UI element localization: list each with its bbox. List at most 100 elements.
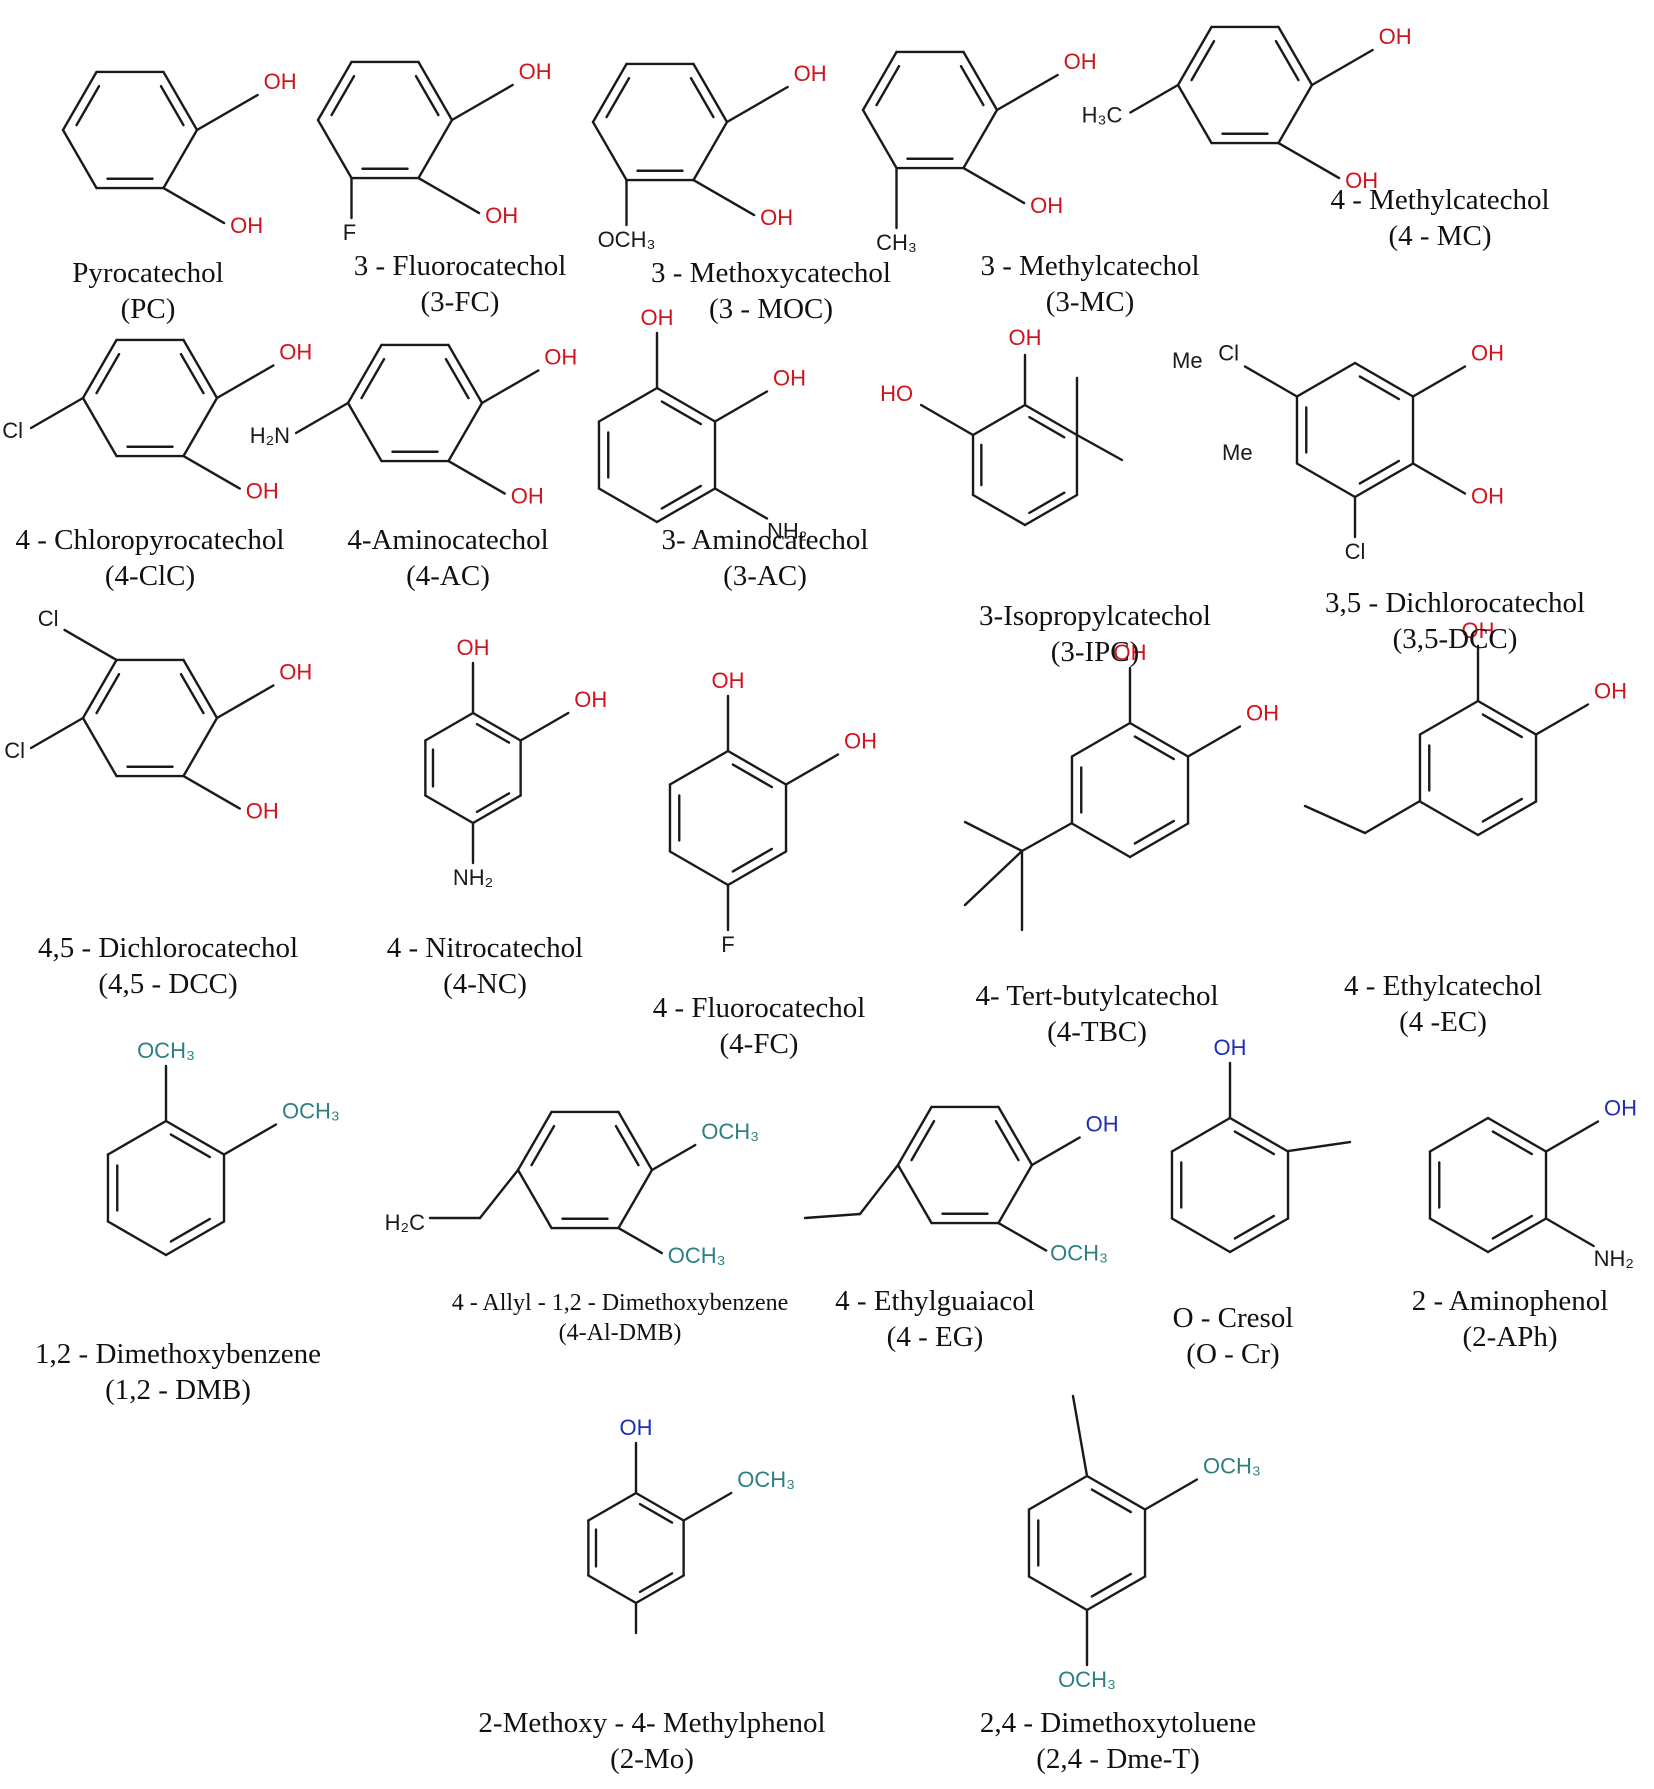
3mc-double-bond (959, 64, 985, 107)
pc-ring-bond (162, 128, 199, 190)
2mo-substituent-bond (682, 1491, 733, 1522)
compound-abbreviation: (3 - MOC) (708, 293, 834, 325)
4aldmb-substituent-bond (617, 1226, 664, 1255)
4eg-chain-bond (858, 1163, 900, 1216)
24dmet-atom-label: OCH₃ (1058, 1667, 1116, 1692)
compound-name: 4 - Fluorocatechol (652, 992, 866, 1024)
2aph-atom-label: OH (1604, 1096, 1637, 1121)
4mc-ring-bond (1277, 25, 1314, 87)
24dmet-double-bond (1090, 1488, 1133, 1514)
3fc-double-bond (330, 74, 356, 117)
2mo-double-bond (638, 1572, 674, 1594)
3moc-double-bond (605, 76, 631, 119)
12dmb-atom-label: OCH₃ (282, 1099, 340, 1124)
3ipc-double-bond (1028, 491, 1066, 515)
4ec-double-bond (1481, 797, 1524, 823)
compound-abbreviation: (3-FC) (420, 286, 500, 318)
12dmb-ring-bond (164, 1220, 226, 1257)
3mc-atom-label: OH (1030, 193, 1063, 218)
3ipc-substituent-bond (919, 403, 975, 437)
35dcc-atom-label: Cl (1345, 539, 1366, 564)
pc-double-bond (159, 84, 185, 127)
35dcc-atom-label: OH (1471, 341, 1504, 366)
4ac-ring-bond (346, 401, 383, 463)
compound-caption: 4 - Allyl - 1,2 - Dimethoxybenzene(4-Al-… (452, 1288, 789, 1348)
3fc-ring-bond (417, 118, 454, 180)
4nc-atom-label: OH (457, 635, 490, 660)
4eg-double-bond (910, 1119, 936, 1162)
compound-name: 3-Isopropylcatechol (979, 600, 1211, 632)
2aph-atom-label: NH₂ (1594, 1246, 1634, 1271)
4nc-ring-bond (471, 711, 522, 742)
2mo-ring-bond (634, 1491, 685, 1522)
12dmb-substituent-bond (222, 1123, 278, 1156)
compound-name: 3- Aminocatechol (661, 524, 869, 556)
3moc-ring-bond (692, 120, 729, 182)
3ipc-atom-label: HO (880, 381, 913, 406)
4clc-ring-bond (81, 396, 118, 458)
3mc-double-bond (875, 64, 901, 107)
compound-caption: 4- Tert-butylcatechol(4-TBC) (975, 978, 1218, 1050)
4nc-ring-bond (424, 711, 475, 742)
compound-caption: 4 - Chloropyrocatechol(4-ClC) (16, 522, 285, 594)
4mc-double-bond (1190, 39, 1216, 82)
4eg-atom-label: OCH₃ (1050, 1241, 1108, 1266)
35dcc-double-bond (1358, 375, 1401, 401)
4ac-ring-bond (346, 343, 383, 405)
3ipc-ring-bond (1023, 493, 1079, 527)
compound-name: 2 - Aminophenol (1411, 1285, 1609, 1317)
compound-abbreviation: (PC) (120, 293, 176, 325)
3ipc-atom-label: Me (1222, 440, 1253, 465)
3moc-substituent-bond (692, 178, 756, 217)
3ac-ring-bond (597, 487, 659, 524)
3fc-ring-bond (417, 60, 454, 122)
pc-ring-bond (61, 128, 98, 190)
compound-caption: 2-Methoxy - 4- Methylphenol(2-Mo) (478, 1705, 825, 1777)
4ec-ring-bond (1476, 699, 1538, 736)
4nc-substituent-bond (519, 711, 570, 742)
4tbc-ring-bond (1070, 822, 1132, 859)
45dcc-substituent-bond (215, 684, 275, 720)
3mc-ring-bond (861, 50, 898, 112)
4eg-substituent-bond (997, 1221, 1048, 1252)
4clc-atom-label: OH (246, 479, 279, 504)
45dcc-ring-bond (81, 658, 118, 720)
45dcc-double-bond (95, 672, 121, 715)
3ac-substituent-bond (713, 487, 769, 520)
4fc-ring-bond (668, 850, 730, 887)
4fc-double-bond (731, 847, 774, 873)
2aph-substituent-bond (1544, 1217, 1595, 1248)
4tbc-chain-bond (963, 849, 1024, 907)
4eg-double-bond (994, 1119, 1020, 1162)
compound-name: 3 - Methoxycatechol (651, 257, 891, 289)
3fc-ring-bond (316, 60, 353, 122)
45dcc-atom-label: OH (279, 660, 312, 685)
4tbc-chain-bond (1020, 821, 1074, 853)
pc-substituent-bond (162, 186, 226, 225)
4ec-ring-bond (1418, 800, 1480, 837)
24dmet-ring-bond (1085, 1474, 1147, 1511)
2mo-atom-label: OCH₃ (737, 1467, 795, 1492)
compound-name: Pyrocatechol (72, 257, 224, 289)
4ac-double-bond (360, 357, 386, 400)
4ec-atom-label: OH (1594, 679, 1627, 704)
compound-name: 4-Aminocatechol (347, 524, 549, 556)
35dcc-substituent-bond (1411, 365, 1467, 398)
4ac-ring-bond (447, 401, 484, 463)
4fc-ring-bond (726, 749, 788, 786)
4mc-substituent-bond (1277, 141, 1341, 180)
compound-caption: O - Cresol(O - Cr) (1173, 1300, 1294, 1372)
4ac-substituent-bond (294, 401, 350, 435)
compound-caption: 4-Aminocatechol(4-AC) (347, 522, 548, 594)
4tbc-double-bond (1133, 735, 1176, 761)
35dcc-ring-bond (1295, 462, 1357, 499)
3mc-atom-label: CH₃ (876, 230, 917, 255)
4clc-ring-bond (182, 396, 219, 458)
compound-name: 4 - Ethylcatechol (1343, 970, 1543, 1002)
24dmet-ring-bond (1027, 1575, 1089, 1612)
3mc-atom-label: OH (1064, 49, 1097, 74)
compound-caption: 1,2 - Dimethoxybenzene(1,2 - DMB) (35, 1336, 321, 1408)
4fc-substituent-bond (784, 753, 840, 786)
24dmet-atom-label: OCH₃ (1203, 1454, 1261, 1479)
4tbc-ring-bond (1070, 721, 1132, 758)
